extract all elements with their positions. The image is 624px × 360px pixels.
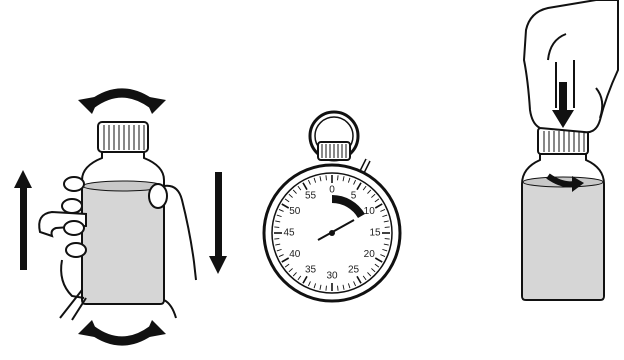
dial-number: 35	[305, 265, 317, 276]
dial-tick	[297, 275, 302, 281]
rotate-arrow-top-icon	[78, 88, 166, 114]
stopwatch: 0 5 10 15 20 25 30 35 40 45 50 55	[262, 110, 402, 303]
pressing-hand	[522, 0, 619, 134]
dial-tick	[288, 193, 293, 198]
stopwatch-side-button	[359, 158, 371, 174]
dial-tick	[374, 263, 380, 268]
dial-number: 15	[369, 228, 381, 239]
dial-tick	[284, 263, 290, 268]
dial-tick	[275, 243, 281, 246]
dial-tick	[313, 177, 317, 183]
dial-tick	[302, 275, 308, 284]
dial-tick	[276, 214, 282, 218]
dial-tick	[342, 284, 345, 290]
dial-tick	[380, 254, 386, 258]
dial-tick	[356, 182, 362, 191]
dial-number: 5	[351, 190, 357, 201]
dial-number: 20	[364, 249, 376, 260]
dial-tick	[307, 281, 311, 287]
rotate-arrow-bottom-icon	[78, 320, 166, 346]
dial-tick	[325, 175, 327, 181]
dial-tick	[367, 272, 372, 277]
dial-number: 50	[289, 206, 301, 217]
dial-tick	[274, 238, 280, 240]
dial-tick	[374, 198, 380, 203]
dial-tick	[380, 208, 386, 212]
dial-tick	[302, 182, 308, 191]
dial-tick	[284, 198, 290, 203]
dial-number: 10	[364, 206, 376, 217]
dial-tick	[374, 257, 383, 263]
dial-tick	[281, 257, 290, 263]
dial-number: 55	[305, 190, 317, 201]
dial-tick	[367, 189, 372, 194]
press-turn-panel	[521, 0, 619, 301]
dial-tick	[362, 185, 367, 191]
dial-tick	[371, 268, 376, 273]
dial-tick	[374, 203, 383, 209]
dial-tick	[342, 176, 345, 182]
dial-tick	[292, 189, 297, 194]
dial-shaded-segment	[332, 195, 365, 218]
dial-tick	[384, 226, 390, 228]
dial-number: 30	[326, 271, 338, 282]
dial-tick	[307, 179, 311, 185]
dial-tick	[347, 283, 351, 289]
dial-tick	[319, 176, 322, 182]
stopwatch-hand	[317, 219, 355, 241]
dial-tick	[319, 284, 322, 290]
dial-tick	[274, 226, 280, 228]
dial-tick	[382, 214, 388, 218]
dial-tick	[288, 268, 293, 273]
dial-tick	[382, 248, 388, 252]
dial-tick	[353, 281, 357, 287]
dial-tick	[325, 285, 327, 291]
dial-tick	[362, 275, 367, 281]
dial-tick	[371, 193, 376, 198]
dial-tick	[313, 283, 317, 289]
press-down-arrow-icon	[552, 82, 574, 128]
dial-tick	[353, 179, 357, 185]
dial-tick	[292, 272, 297, 277]
down-arrow-icon	[209, 172, 227, 274]
dial-tick	[297, 185, 302, 191]
bottle-shaking	[81, 121, 165, 305]
dial-number: 0	[329, 185, 335, 196]
dial-tick	[281, 203, 290, 209]
dial-tick	[356, 275, 362, 284]
left-hand	[38, 176, 87, 321]
right-hand	[148, 183, 197, 319]
dial-tick	[337, 175, 339, 181]
dial-tick	[337, 285, 339, 291]
dial-number: 40	[289, 249, 301, 260]
dial-tick	[383, 220, 389, 223]
shake-panel	[14, 88, 227, 346]
dial-number: 45	[283, 228, 295, 239]
dial-tick	[278, 208, 284, 212]
dial-tick	[384, 238, 390, 240]
dial-number: 25	[348, 265, 360, 276]
dial-tick	[276, 248, 282, 252]
up-arrow-icon	[14, 170, 32, 270]
twist-arrow-icon	[546, 173, 584, 192]
dial-tick	[275, 220, 281, 223]
dial-tick	[278, 254, 284, 258]
dial-tick	[347, 177, 351, 183]
dial-tick	[383, 243, 389, 246]
